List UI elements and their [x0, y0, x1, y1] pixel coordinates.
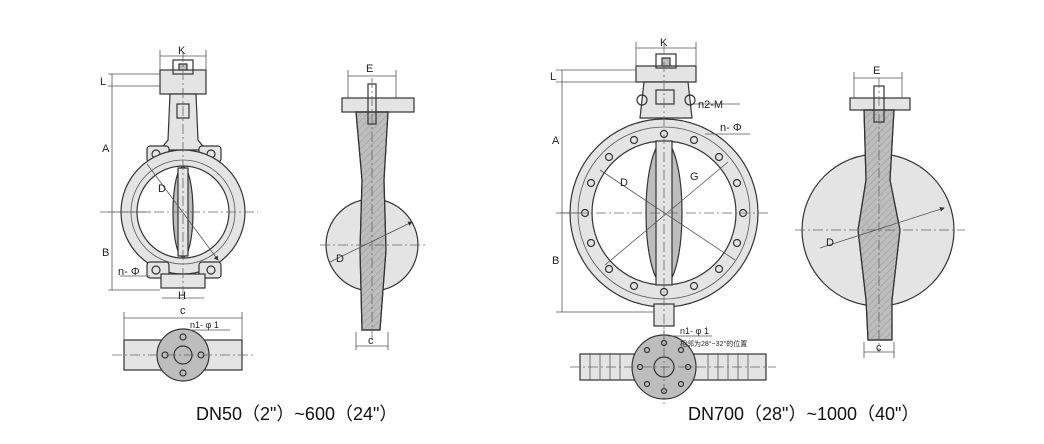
dim-l-label: L: [100, 76, 106, 88]
r-dim-d-side-label: D: [826, 237, 834, 249]
dim-b-label: B: [102, 247, 109, 259]
r-dim-c-side-label: c: [876, 342, 882, 354]
dim-k-label: K: [178, 45, 186, 57]
r-dim-l-label: L: [550, 71, 556, 83]
r-dim-n2m-label: n2-M: [698, 99, 723, 111]
right-front-view: [556, 42, 770, 336]
right-top-labels: n1- φ 1 相邻为28°~32°的位置: [680, 326, 747, 348]
left-side-labels: E D c: [336, 63, 374, 347]
dim-h-label: H: [178, 290, 186, 302]
r-dim-n1-phi1-label: n1- φ 1: [680, 326, 709, 336]
left-front-view: [100, 50, 258, 300]
dim-c-top-label: c: [180, 305, 186, 317]
dim-d-side-label: D: [336, 253, 344, 265]
right-side-view: [795, 72, 965, 358]
left-front-labels: K L A B D n- Φ H: [100, 45, 186, 302]
r-dim-d-label: D: [620, 177, 628, 189]
r-dim-g-label: G: [690, 171, 699, 183]
r-dim-e-label: E: [873, 65, 880, 77]
left-side-view: [320, 70, 425, 350]
r-dim-b-label: B: [552, 255, 559, 267]
dim-n-phi-label: n- Φ: [118, 266, 140, 278]
dim-e-label: E: [366, 63, 373, 75]
right-side-labels: E D c: [826, 65, 882, 354]
right-front-labels: K L A B D G n2-M n- Φ: [550, 37, 742, 267]
right-top-view: [570, 330, 776, 404]
left-top-labels: c n1- φ 1: [180, 305, 219, 330]
dim-n1-phi1-label: n1- φ 1: [190, 320, 219, 330]
r-dim-k-label: K: [660, 37, 668, 49]
caption-right: DN700（28"）~1000（40"）: [688, 404, 919, 424]
caption-left: DN50（2"）~600（24"）: [196, 404, 397, 424]
dim-c-side-label: c: [368, 335, 374, 347]
dim-a-label: A: [102, 143, 110, 155]
left-top-view: [112, 312, 254, 382]
r-dim-a-label: A: [552, 135, 560, 147]
r-angle-note: 相邻为28°~32°的位置: [680, 339, 747, 348]
r-dim-n-phi-label: n- Φ: [720, 122, 742, 134]
dim-d-label: D: [158, 183, 166, 195]
